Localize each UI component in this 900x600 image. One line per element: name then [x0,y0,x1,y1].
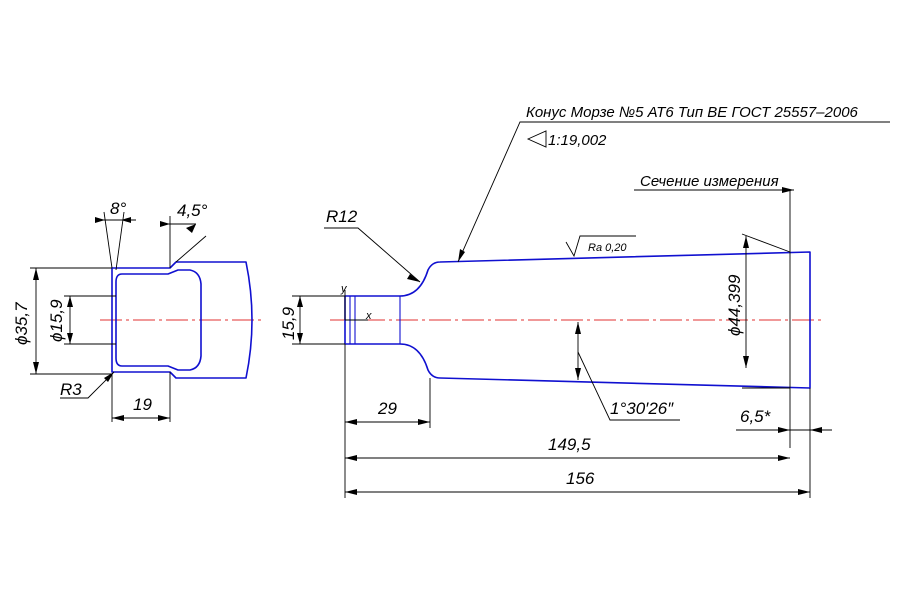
label-section: Сечение измерения [640,173,779,190]
arrow-half-angle-top [575,322,581,334]
left-outer-profile [111,261,253,379]
label-diameter-gauge: ϕ44,399 [725,274,744,336]
leader-r3 [60,371,115,399]
label-149: 149,5 [548,435,591,454]
label-taper-spec: Конус Морзе №5 АТ6 Тип ВЕ ГОСТ 25557–200… [526,104,859,121]
arrow-angle45-right [186,224,196,233]
label-half-angle: 1°30′26″ [610,399,674,418]
arrow-angle45-left [160,221,170,227]
roughness-symbol [565,235,636,258]
angle8-line-a [103,211,113,269]
arrow-r12 [407,274,420,282]
left-inner-pocket [115,269,202,371]
label-r3: R3 [60,380,82,399]
arrow-half-angle-bottom [575,368,581,380]
label-r12: R12 [326,207,358,226]
arrow-r3 [104,372,114,382]
arrow-phi15-bottom [67,333,73,344]
label-angle45: 4,5° [177,201,208,220]
arrow-156-right [798,489,810,495]
coord-mark-label-y: y [340,283,348,295]
arrow-angle8-right [121,217,131,223]
label-19: 19 [133,395,152,414]
label-shank-diameter: 15,9 [279,306,298,340]
arrow-15-top [297,296,303,307]
arrow-29-left [345,419,357,425]
arrow-phi35-bottom [33,362,39,374]
arrow-taper-spec [458,249,465,262]
arrow-19-left [112,415,124,421]
angle8-line-b [115,211,125,271]
main-side-view: x y 15,9 R12 Конус Морзе №5 АТ6 Тип ВЕ Г… [279,104,890,498]
arrow-15-bottom [297,333,303,344]
arrow-156-left [345,489,357,495]
label-156: 156 [566,469,595,488]
angle45-line-b [175,235,207,263]
leader-r12 [324,227,421,283]
leader-half-angle [577,351,680,421]
arrow-44-top [743,236,749,248]
arrow-6-5-right [810,427,822,433]
arrow-phi35-top [33,268,39,280]
label-taper-ratio: 1:19,002 [548,132,607,149]
arrow-6-5-left [778,427,790,433]
arrow-149-right [778,455,790,461]
label-phi15: ϕ15,9 [47,299,66,342]
taper-symbol [526,130,547,148]
label-roughness: Ra 0,20 [588,242,627,254]
ext-line-44-top [741,233,791,253]
arrow-angle8-left [95,217,105,223]
label-6-5: 6,5* [740,407,772,426]
arrow-phi15-top [67,296,73,307]
label-phi35: ϕ35,7 [12,302,31,345]
arrow-19-right [158,415,170,421]
label-angle8: 8° [110,199,126,218]
leader-taper-spec [457,121,890,263]
coord-mark-label-x: x [365,310,372,322]
label-29: 29 [377,399,397,418]
arrow-section [782,187,794,193]
arrow-29-right [418,419,430,425]
arrow-149-left [345,455,357,461]
arrow-44-bottom [743,356,749,368]
left-section-view: ϕ35,7 ϕ15,9 19 R3 8° 4,5° [12,199,262,422]
